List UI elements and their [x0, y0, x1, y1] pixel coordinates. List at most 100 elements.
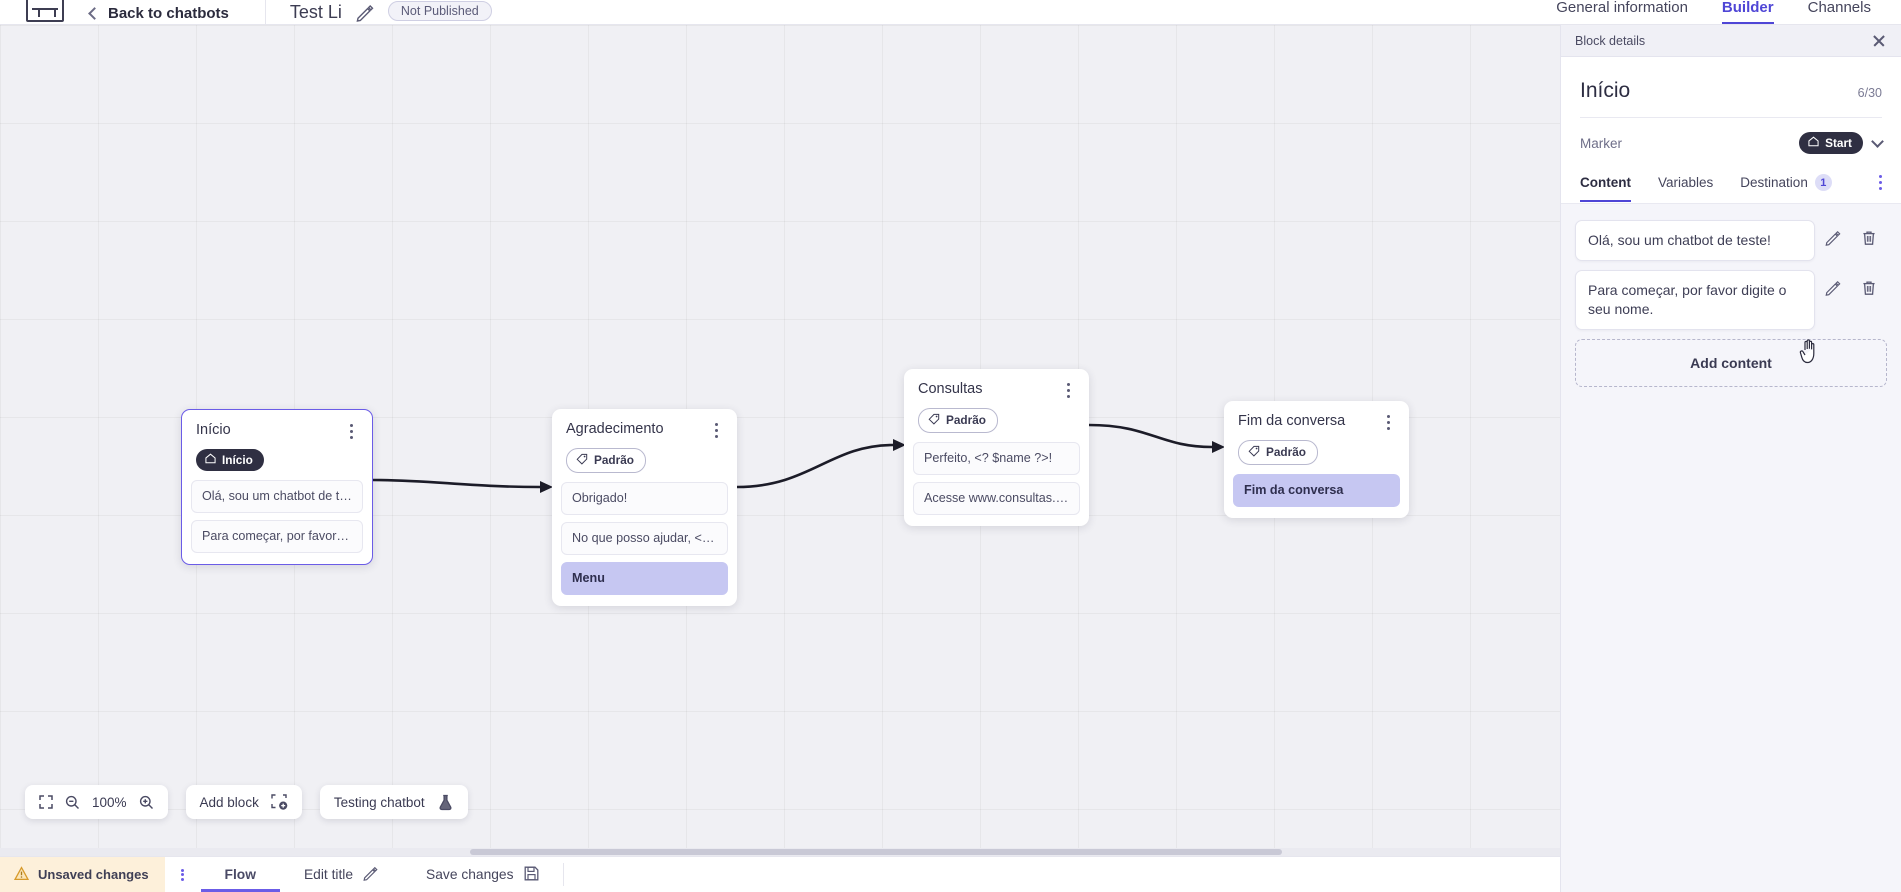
pencil-icon[interactable]	[356, 4, 374, 22]
chevron-down-icon	[1871, 134, 1884, 148]
add-block-button[interactable]: Add block	[185, 785, 302, 819]
save-changes-label: Save changes	[426, 867, 514, 882]
block-message-highlighted[interactable]: Fim da conversa	[1233, 474, 1400, 507]
bottom-tab-flow[interactable]: Flow	[200, 857, 281, 892]
block-message[interactable]: Olá, sou um chatbot de teste!	[191, 480, 363, 513]
block-header: Consultas Padrão	[904, 369, 1089, 442]
panel-divider	[1580, 117, 1882, 118]
flow-canvas[interactable]: Início Início Olá, sou um chatbot de tes…	[0, 25, 1560, 857]
add-content-button[interactable]: Add content	[1575, 339, 1887, 387]
tag-icon	[928, 413, 940, 427]
scrollbar-thumb[interactable]	[470, 849, 1282, 855]
flow-label: Flow	[224, 867, 256, 882]
block-menu-icon[interactable]	[1061, 381, 1075, 398]
zoom-level: 100%	[92, 794, 127, 810]
marker-select[interactable]: Start	[1799, 132, 1884, 154]
block-menu-icon[interactable]	[709, 421, 723, 438]
block-chip-default: Padrão	[918, 408, 998, 433]
tab-channels[interactable]: Channels	[1807, 0, 1871, 16]
tab-builder[interactable]: Builder	[1721, 0, 1774, 24]
block-title: Fim da conversa	[1238, 413, 1346, 429]
bot-title: Test Li	[289, 2, 342, 22]
panel-tab-label: Variables	[1658, 175, 1714, 190]
tab-general-information[interactable]: General information	[1556, 0, 1688, 16]
marker-value-chip: Start	[1799, 132, 1863, 154]
bottom-bar-divider	[562, 863, 564, 886]
trash-icon[interactable]	[1851, 270, 1887, 296]
block-body: Fim da conversa	[1224, 474, 1409, 518]
content-item: Olá, sou um chatbot de teste!	[1575, 220, 1887, 261]
trash-icon[interactable]	[1851, 220, 1887, 246]
save-changes-button[interactable]: Save changes	[402, 857, 562, 892]
panel-header: Block details	[1561, 25, 1901, 57]
zoom-in-icon[interactable]	[139, 795, 154, 810]
back-to-chatbots-link[interactable]: Back to chatbots	[88, 5, 229, 24]
content-text[interactable]: Para começar, por favor digite o seu nom…	[1575, 270, 1815, 330]
panel-counter: 6/30	[1857, 86, 1882, 100]
pencil-icon	[363, 866, 378, 884]
block-header: Agradecimento Padrão	[552, 409, 737, 482]
back-to-chatbots-label: Back to chatbots	[108, 5, 229, 22]
add-block-icon	[271, 793, 288, 811]
home-icon	[205, 453, 216, 466]
block-message-highlighted[interactable]: Menu	[561, 562, 728, 595]
block-chip-default: Padrão	[1238, 440, 1318, 465]
block-body: Olá, sou um chatbot de teste! Para começ…	[182, 480, 372, 564]
tag-icon	[1248, 445, 1260, 459]
flow-block-fim-da-conversa[interactable]: Fim da conversa Padrão Fim da conversa	[1224, 401, 1409, 518]
edit-title-label: Edit title	[303, 867, 354, 882]
testing-chatbot-label: Testing chatbot	[333, 794, 425, 810]
block-details-panel: Block details Início 6/30 Marker	[1560, 25, 1901, 892]
block-chip-start: Início	[196, 449, 264, 471]
app-logo-icon	[26, 0, 64, 22]
panel-content-list: Olá, sou um chatbot de teste!	[1561, 204, 1901, 892]
panel-tab-content[interactable]: Content	[1580, 171, 1631, 202]
block-message[interactable]: Para começar, por favor digite o ...	[191, 520, 363, 553]
topbar-divider	[264, 0, 266, 24]
bottom-bar-menu-icon[interactable]	[165, 857, 201, 892]
add-block-label: Add block	[199, 794, 259, 810]
canvas-horizontal-scrollbar[interactable]	[0, 848, 1560, 857]
zoom-out-icon[interactable]	[65, 795, 80, 810]
flow-block-consultas[interactable]: Consultas Padrão Perfeito, <? $name ?>! …	[904, 369, 1089, 526]
panel-header-title: Block details	[1575, 33, 1646, 48]
flask-icon	[437, 794, 454, 811]
block-header: Fim da conversa Padrão	[1224, 401, 1409, 474]
block-message[interactable]: Acesse www.consultas.com par...	[913, 482, 1080, 515]
block-message[interactable]: Obrigado!	[561, 482, 728, 515]
block-menu-icon[interactable]	[344, 422, 358, 439]
block-menu-icon[interactable]	[1381, 413, 1395, 430]
top-bar: Back to chatbots Test Li Not Published G…	[0, 0, 1901, 25]
testing-chatbot-button[interactable]: Testing chatbot	[319, 785, 468, 819]
block-message[interactable]: Perfeito, <? $name ?>!	[913, 442, 1080, 475]
block-header: Início Início	[182, 410, 372, 480]
panel-tab-destination[interactable]: Destination 1	[1740, 170, 1832, 203]
flow-edges	[372, 423, 1225, 493]
save-disk-icon	[524, 866, 539, 884]
flow-block-inicio[interactable]: Início Início Olá, sou um chatbot de tes…	[181, 409, 373, 565]
block-message[interactable]: No que posso ajudar, <? $name ...	[561, 522, 728, 555]
panel-tab-label: Destination	[1740, 175, 1808, 190]
home-icon	[1808, 136, 1819, 149]
panel-tabs-menu-icon[interactable]	[1879, 175, 1882, 198]
block-title: Consultas	[918, 381, 983, 397]
unsaved-changes-indicator: Unsaved changes	[0, 857, 165, 892]
content-text[interactable]: Olá, sou um chatbot de teste!	[1575, 220, 1815, 261]
block-title: Agradecimento	[566, 421, 664, 437]
panel-title-row: Início 6/30	[1561, 57, 1901, 117]
fit-screen-icon[interactable]	[39, 795, 53, 809]
content-item: Para começar, por favor digite o seu nom…	[1575, 270, 1887, 330]
canvas-toolbar: 100% Add block	[25, 785, 468, 819]
zoom-controls: 100%	[25, 785, 168, 819]
app-logo[interactable]	[0, 0, 90, 24]
panel-tab-variables[interactable]: Variables	[1658, 171, 1713, 202]
block-chip-label: Início	[222, 452, 253, 467]
destination-count-badge: 1	[1814, 174, 1832, 191]
block-body: Perfeito, <? $name ?>! Acesse www.consul…	[904, 442, 1089, 526]
flow-block-agradecimento[interactable]: Agradecimento Padrão Obrigado! No que po…	[552, 409, 737, 606]
bottom-bar: Unsaved changes Flow Edit title Save cha…	[0, 856, 1560, 892]
edit-title-button[interactable]: Edit title	[280, 857, 402, 892]
pencil-icon[interactable]	[1815, 270, 1851, 296]
pencil-icon[interactable]	[1815, 220, 1851, 246]
close-icon[interactable]	[1871, 33, 1887, 49]
